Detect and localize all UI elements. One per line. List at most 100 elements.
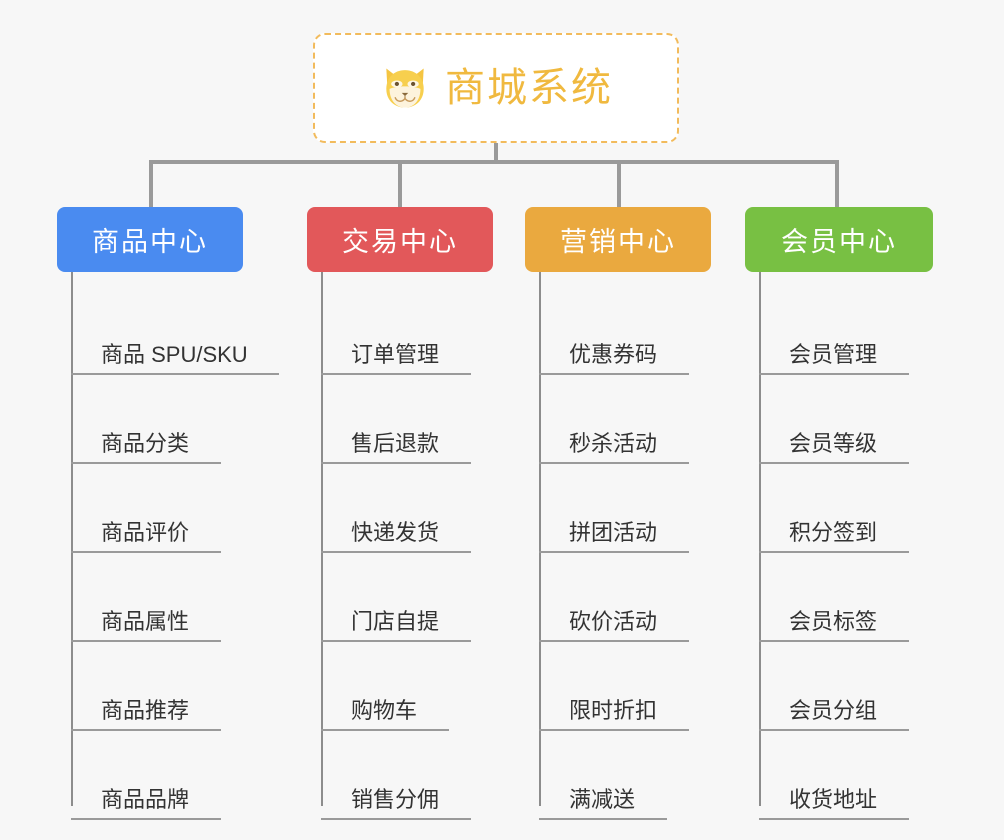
leaf-underline (71, 640, 221, 642)
leaf-label: 会员等级 (789, 430, 878, 456)
leaf-item[interactable]: 积分签到 (745, 464, 933, 553)
leaf-underline (759, 640, 909, 642)
leaf-item[interactable]: 会员管理 (745, 286, 933, 375)
leaf-item[interactable]: 满减送 (525, 731, 711, 820)
shiba-dog-face-icon (386, 68, 424, 108)
leaf-label: 售后退款 (351, 430, 440, 456)
leaf-item[interactable]: 购物车 (307, 642, 493, 731)
leaf-underline (759, 818, 909, 820)
leaf-label: 商品属性 (101, 608, 190, 634)
branch-drop-connector-3 (835, 160, 839, 207)
leaf-item[interactable]: 会员分组 (745, 642, 933, 731)
leaf-label: 商品分类 (101, 430, 190, 456)
branch-header-marketing[interactable]: 营销中心 (525, 207, 711, 272)
leaf-item[interactable]: 优惠券码 (525, 286, 711, 375)
branch-title-member: 会员中心 (781, 227, 897, 257)
root-trunk-connector (494, 143, 498, 164)
branch-drop-connector-1 (398, 160, 402, 207)
leaf-label: 商品推荐 (101, 697, 190, 723)
leaf-spine-trade (321, 272, 323, 806)
leaf-underline (539, 462, 689, 464)
branch-drop-connector-0 (149, 160, 153, 207)
leaf-spine-member (759, 272, 761, 806)
leaf-underline (759, 551, 909, 553)
leaf-underline (759, 729, 909, 731)
leaf-label: 商品品牌 (101, 786, 190, 812)
leaf-underline (71, 729, 221, 731)
leaf-underline (539, 640, 689, 642)
leaf-item[interactable]: 商品推荐 (57, 642, 243, 731)
leaf-item[interactable]: 销售分佣 (307, 731, 493, 820)
branch-title-product: 商品中心 (92, 227, 208, 257)
leaf-item[interactable]: 收货地址 (745, 731, 933, 820)
branch-column-product: 商品中心 商品 SPU/SKU 商品分类 商品评价 商品属性 商品推荐 (57, 207, 279, 820)
leaf-label: 积分签到 (789, 519, 878, 545)
leaf-label: 拼团活动 (569, 519, 658, 545)
leaf-underline (759, 373, 909, 375)
leaf-label: 收货地址 (789, 786, 878, 812)
leaf-underline (71, 462, 221, 464)
leaf-item[interactable]: 订单管理 (307, 286, 493, 375)
branch-title-trade: 交易中心 (342, 227, 458, 257)
leaf-item[interactable]: 快递发货 (307, 464, 493, 553)
leaf-item[interactable]: 商品品牌 (57, 731, 243, 820)
leaf-label: 商品 SPU/SKU (101, 341, 248, 367)
leaf-underline (71, 818, 221, 820)
leaf-item[interactable]: 商品 SPU/SKU (57, 286, 279, 375)
leaf-underline (539, 551, 689, 553)
leaf-item[interactable]: 秒杀活动 (525, 375, 711, 464)
leaf-spine-product (71, 272, 73, 806)
leaf-item[interactable]: 会员等级 (745, 375, 933, 464)
leaf-label: 门店自提 (351, 608, 440, 634)
leaf-item[interactable]: 限时折扣 (525, 642, 711, 731)
leaf-spine-marketing (539, 272, 541, 806)
leaf-label: 订单管理 (351, 341, 440, 367)
leaf-label: 会员标签 (789, 608, 878, 634)
leaf-list-marketing: 优惠券码 秒杀活动 拼团活动 砍价活动 限时折扣 满减送 (525, 272, 711, 820)
leaf-label: 销售分佣 (351, 786, 440, 812)
leaf-label: 商品评价 (101, 519, 190, 545)
leaf-item[interactable]: 会员标签 (745, 553, 933, 642)
branch-rail-connector (149, 160, 839, 164)
leaf-label: 快递发货 (351, 519, 440, 545)
leaf-list-trade: 订单管理 售后退款 快递发货 门店自提 购物车 销售分佣 (307, 272, 493, 820)
leaf-underline (321, 373, 471, 375)
leaf-underline (539, 729, 689, 731)
leaf-item[interactable]: 商品分类 (57, 375, 243, 464)
leaf-underline (321, 818, 471, 820)
branch-column-marketing: 营销中心 优惠券码 秒杀活动 拼团活动 砍价活动 限时折扣 (525, 207, 711, 820)
leaf-label: 会员管理 (789, 341, 878, 367)
leaf-label: 砍价活动 (569, 608, 658, 634)
leaf-label: 购物车 (351, 697, 418, 723)
leaf-item[interactable]: 商品评价 (57, 464, 243, 553)
leaf-item[interactable]: 售后退款 (307, 375, 493, 464)
leaf-list-member: 会员管理 会员等级 积分签到 会员标签 会员分组 收货地址 (745, 272, 933, 820)
leaf-underline (321, 729, 449, 731)
leaf-underline (539, 373, 689, 375)
leaf-item[interactable]: 商品属性 (57, 553, 243, 642)
branch-drop-connector-2 (617, 160, 621, 207)
leaf-underline (759, 462, 909, 464)
branch-header-member[interactable]: 会员中心 (745, 207, 933, 272)
branch-column-member: 会员中心 会员管理 会员等级 积分签到 会员标签 会员分组 (745, 207, 933, 820)
leaf-underline (539, 818, 667, 820)
leaf-underline (71, 373, 279, 375)
leaf-item[interactable]: 拼团活动 (525, 464, 711, 553)
leaf-label: 满减送 (569, 786, 636, 812)
root-title: 商城系统 (445, 66, 613, 110)
leaf-label: 会员分组 (789, 697, 878, 723)
leaf-label: 优惠券码 (569, 341, 658, 367)
leaf-underline (71, 551, 221, 553)
branch-header-product[interactable]: 商品中心 (57, 207, 243, 272)
branch-title-marketing: 营销中心 (560, 227, 676, 257)
leaf-item[interactable]: 砍价活动 (525, 553, 711, 642)
branch-column-trade: 交易中心 订单管理 售后退款 快递发货 门店自提 购物车 (307, 207, 493, 820)
leaf-underline (321, 640, 471, 642)
leaf-item[interactable]: 门店自提 (307, 553, 493, 642)
root-node[interactable]: 商城系统 (313, 33, 679, 143)
branch-header-trade[interactable]: 交易中心 (307, 207, 493, 272)
leaf-label: 秒杀活动 (569, 430, 658, 456)
leaf-label: 限时折扣 (569, 697, 658, 723)
leaf-list-product: 商品 SPU/SKU 商品分类 商品评价 商品属性 商品推荐 商品品牌 (57, 272, 279, 820)
